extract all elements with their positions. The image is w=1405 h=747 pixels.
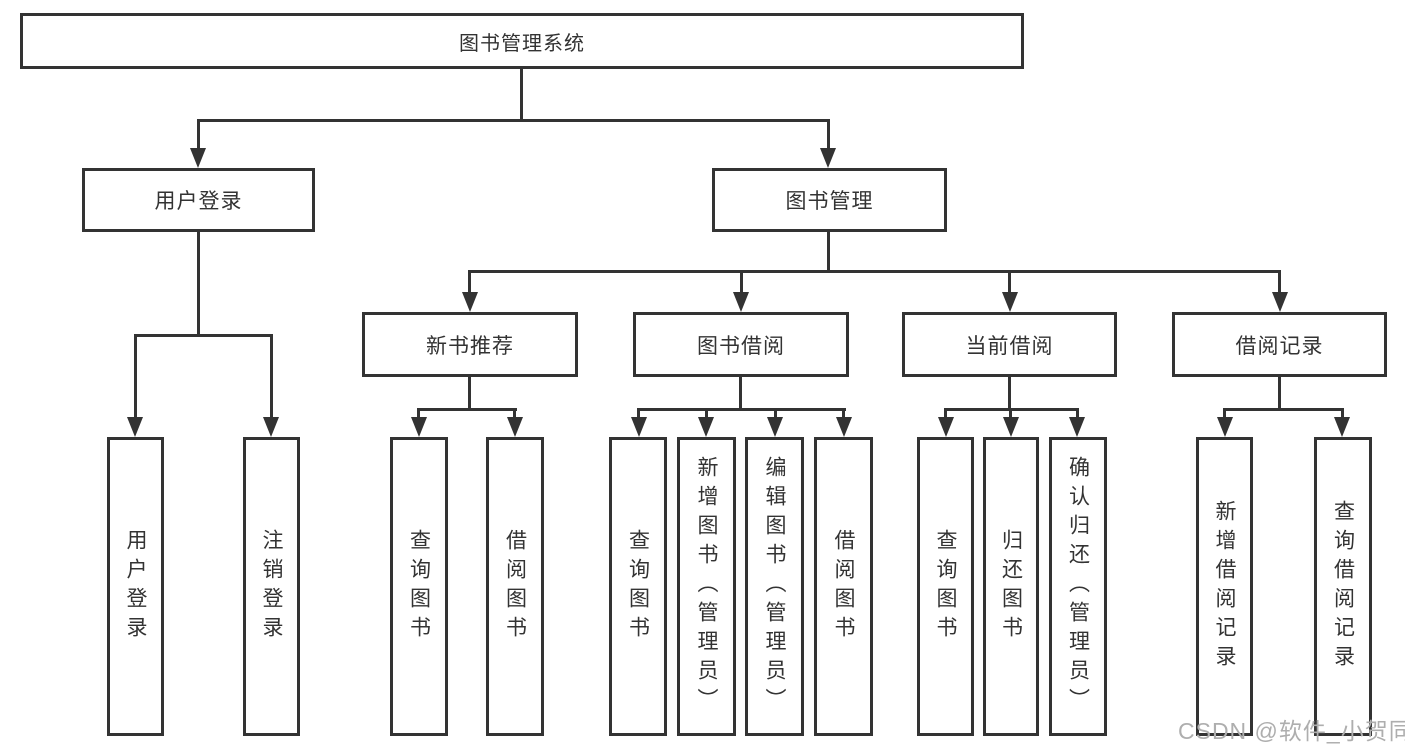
- connector-line: [1223, 408, 1226, 420]
- connector-line: [1009, 408, 1012, 420]
- arrowhead-icon: [836, 417, 852, 437]
- connector-line: [739, 377, 742, 411]
- node-new-book-recommend: 新书推荐: [362, 312, 578, 377]
- arrowhead-icon: [462, 292, 478, 312]
- leaf-query-borrow-record-label: 查询借阅记录: [1331, 499, 1355, 674]
- connector-line: [270, 334, 273, 419]
- connector-line: [944, 408, 947, 420]
- connector-line: [1278, 377, 1281, 411]
- leaf-query-books-1-label: 查询图书: [407, 528, 431, 645]
- connector-line: [1341, 408, 1344, 420]
- leaf-query-borrow-record: 查询借阅记录: [1314, 437, 1372, 736]
- arrowhead-icon: [631, 417, 647, 437]
- arrowhead-icon: [1003, 417, 1019, 437]
- leaf-borrow-books-2-label: 借阅图书: [832, 528, 855, 645]
- arrowhead-icon: [938, 417, 954, 437]
- connector-line: [1278, 270, 1281, 294]
- connector-line: [134, 334, 137, 419]
- node-current-borrowing: 当前借阅: [902, 312, 1117, 377]
- connector-line: [637, 408, 640, 420]
- arrowhead-icon: [733, 292, 749, 312]
- csdn-watermark: CSDN @软件_小贺同学: [1178, 718, 1405, 744]
- connector-line: [417, 408, 517, 411]
- connector-line: [1008, 377, 1011, 411]
- leaf-confirm-return-admin: 确认归还（管理员）: [1049, 437, 1107, 736]
- node-borrowing-records: 借阅记录: [1172, 312, 1387, 377]
- leaf-add-borrow-record: 新增借阅记录: [1196, 437, 1253, 736]
- arrowhead-icon: [1069, 417, 1085, 437]
- node-user-login: 用户登录: [82, 168, 315, 232]
- connector-line: [468, 270, 1281, 273]
- arrowhead-icon: [507, 417, 523, 437]
- arrowhead-icon: [1217, 417, 1233, 437]
- connector-line: [1223, 408, 1344, 411]
- leaf-query-books-3: 查询图书: [917, 437, 974, 736]
- leaf-return-books-label: 归还图书: [999, 528, 1023, 645]
- leaf-logout-label: 注销登录: [260, 528, 283, 645]
- leaf-query-books-3-label: 查询图书: [934, 528, 957, 645]
- arrowhead-icon: [263, 417, 279, 437]
- leaf-user-login: 用户登录: [107, 437, 164, 736]
- arrowhead-icon: [1334, 417, 1350, 437]
- leaf-borrow-books-1: 借阅图书: [486, 437, 544, 736]
- connector-line: [827, 232, 830, 273]
- arrowhead-icon: [190, 148, 206, 168]
- leaf-query-books-2-label: 查询图书: [626, 528, 650, 645]
- node-book-management: 图书管理: [712, 168, 947, 232]
- arrowhead-icon: [1002, 292, 1018, 312]
- connector-line: [197, 232, 200, 336]
- arrowhead-icon: [1272, 292, 1288, 312]
- node-book-borrowing: 图书借阅: [633, 312, 849, 377]
- connector-line: [1008, 270, 1011, 294]
- arrowhead-icon: [767, 417, 783, 437]
- connector-line: [827, 119, 830, 150]
- connector-line: [197, 119, 200, 150]
- connector-line: [468, 377, 471, 411]
- connector-line: [774, 408, 777, 420]
- leaf-return-books: 归还图书: [983, 437, 1039, 736]
- connector-line: [637, 408, 846, 411]
- connector-line: [705, 408, 708, 420]
- connector-line: [1076, 408, 1079, 420]
- leaf-add-book-admin: 新增图书（管理员）: [677, 437, 736, 736]
- connector-line: [468, 270, 471, 294]
- leaf-user-login-label: 用户登录: [124, 528, 147, 645]
- connector-line: [842, 408, 845, 420]
- connector-line: [520, 69, 523, 120]
- leaf-query-books-2: 查询图书: [609, 437, 667, 736]
- leaf-add-borrow-record-label: 新增借阅记录: [1213, 499, 1236, 674]
- arrowhead-icon: [411, 417, 427, 437]
- arrowhead-icon: [820, 148, 836, 168]
- leaf-query-books-1: 查询图书: [390, 437, 448, 736]
- arrowhead-icon: [698, 417, 714, 437]
- connector-line: [417, 408, 420, 420]
- leaf-add-book-admin-label: 新增图书（管理员）: [695, 456, 718, 717]
- leaf-borrow-books-2: 借阅图书: [814, 437, 873, 736]
- connector-line: [513, 408, 516, 420]
- leaf-borrow-books-1-label: 借阅图书: [503, 528, 527, 645]
- leaf-confirm-return-admin-label: 确认归还（管理员）: [1066, 456, 1090, 717]
- leaf-logout: 注销登录: [243, 437, 300, 736]
- leaf-edit-book-admin-label: 编辑图书（管理员）: [763, 456, 786, 717]
- arrowhead-icon: [127, 417, 143, 437]
- leaf-edit-book-admin: 编辑图书（管理员）: [745, 437, 804, 736]
- connector-line: [134, 334, 273, 337]
- connector-line: [197, 119, 830, 122]
- connector-line: [740, 270, 743, 294]
- node-root-library-system: 图书管理系统: [20, 13, 1024, 69]
